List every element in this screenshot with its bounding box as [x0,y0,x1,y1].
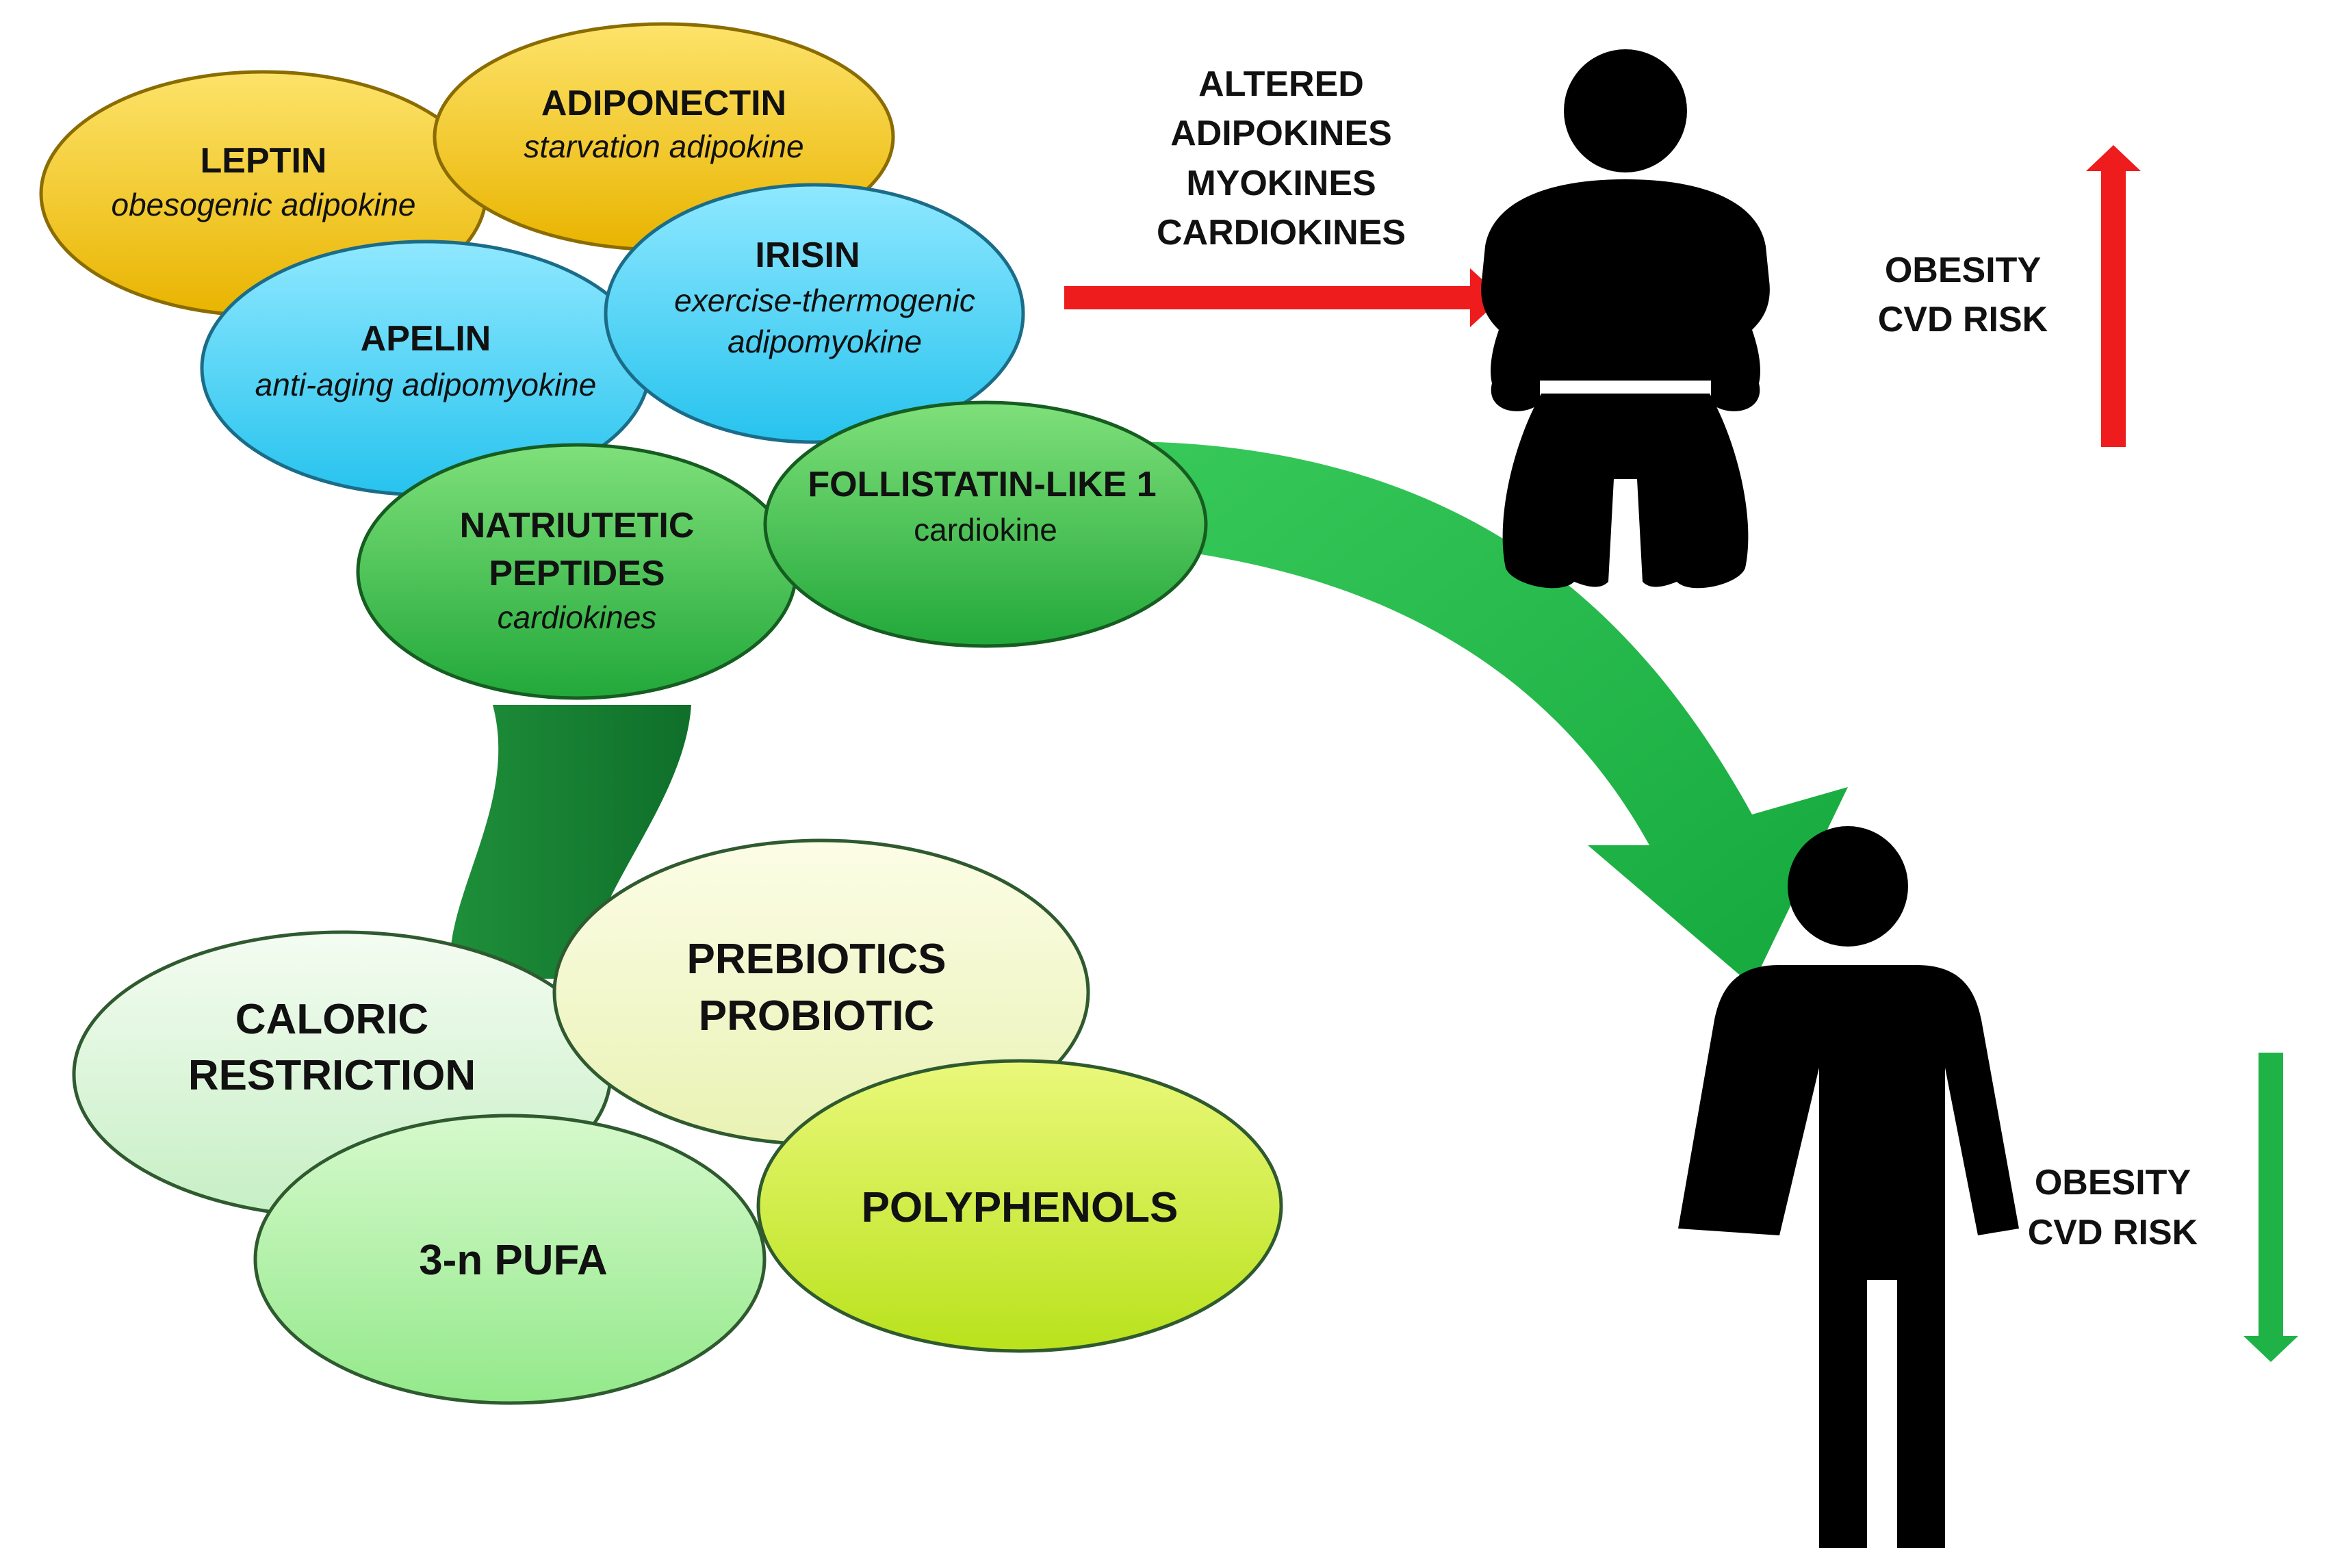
risk-up-arrow [2086,145,2141,447]
bubble-apelin-desc: anti-aging adipomyokine [255,367,597,402]
bubble-3n-pufa: 3-n PUFA [253,1114,767,1405]
bubble-adiponectin-desc: starvation adipokine [524,129,803,164]
bubble-irisin-desc-line2: adipomyokine [728,324,922,359]
obese-person-icon [1481,49,1770,589]
altered-line4: CARDIOKINES [1157,213,1406,253]
altered-line3: MYOKINES [1186,164,1376,203]
risk-down-line2: CVD RISK [2028,1213,2198,1252]
risk-down-arrow [2243,1053,2298,1362]
bubble-pufa-label: 3-n PUFA [419,1237,608,1284]
bubble-polyphenols: POLYPHENOLS [756,1059,1283,1353]
bubble-adiponectin-name: ADIPONECTIN [541,83,786,123]
bubble-caloric-line1: CALORIC [235,996,428,1043]
altered-label: ALTERED ADIPOKINES MYOKINES CARDIOKINES [1157,64,1406,253]
bubble-irisin-desc-line1: exercise-thermogenic [674,283,975,318]
bubble-irisin: IRISIN exercise-thermogenic adipomyokine [604,183,1025,444]
altered-line1: ALTERED [1198,64,1364,104]
bubble-apelin: APELIN anti-aging adipomyokine [200,240,652,497]
bubble-irisin-name: IRISIN [755,235,860,275]
bubble-natriuretic-name-line2: PEPTIDES [489,554,665,593]
risk-up-label: OBESITY CVD RISK [1878,250,2048,339]
bubble-prebiotics-line1: PREBIOTICS [687,936,947,983]
bubble-prebiotics-line2: PROBIOTIC [699,992,934,1040]
slim-person-icon [1678,826,2019,1548]
altered-line2: ADIPOKINES [1170,114,1392,153]
bubble-natriuretic-peptides: NATRIUTETIC PEPTIDES cardiokines [356,443,798,700]
bubble-apelin-name: APELIN [361,319,491,359]
bubble-follistatin-desc: cardiokine [914,512,1057,548]
bubble-leptin-desc: obesogenic adipokine [111,187,415,222]
bubble-natriuretic-desc: cardiokines [498,600,657,635]
bubble-polyphenols-label: POLYPHENOLS [862,1184,1179,1231]
bubble-follistatin-like-1: FOLLISTATIN-LIKE 1 cardiokine [763,400,1208,648]
big-curved-arrow [1129,441,1848,986]
bubble-caloric-line2: RESTRICTION [188,1052,476,1099]
risk-up-line1: OBESITY [1885,250,2041,290]
risk-down-label: OBESITY CVD RISK [2028,1163,2198,1252]
bubble-natriuretic-name-line1: NATRIUTETIC [460,506,695,545]
risk-up-line2: CVD RISK [1878,300,2048,339]
connector-arc [450,705,691,979]
bubble-leptin-name: LEPTIN [201,141,327,181]
risk-down-line1: OBESITY [2035,1163,2191,1203]
bubble-follistatin-name: FOLLISTATIN-LIKE 1 [808,465,1156,504]
red-arrow-right [1064,268,1502,327]
